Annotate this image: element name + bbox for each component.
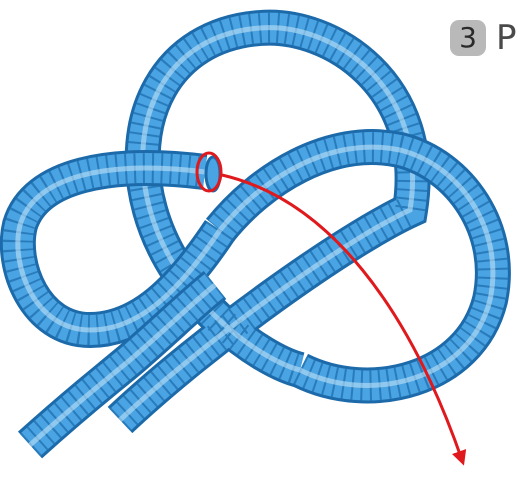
rope-segment-top-loop: [120, 28, 413, 420]
step-instruction: P: [496, 18, 517, 58]
step-header: 3 P: [450, 18, 517, 58]
step-number-badge: 3: [450, 20, 486, 56]
rope: [18, 28, 493, 445]
